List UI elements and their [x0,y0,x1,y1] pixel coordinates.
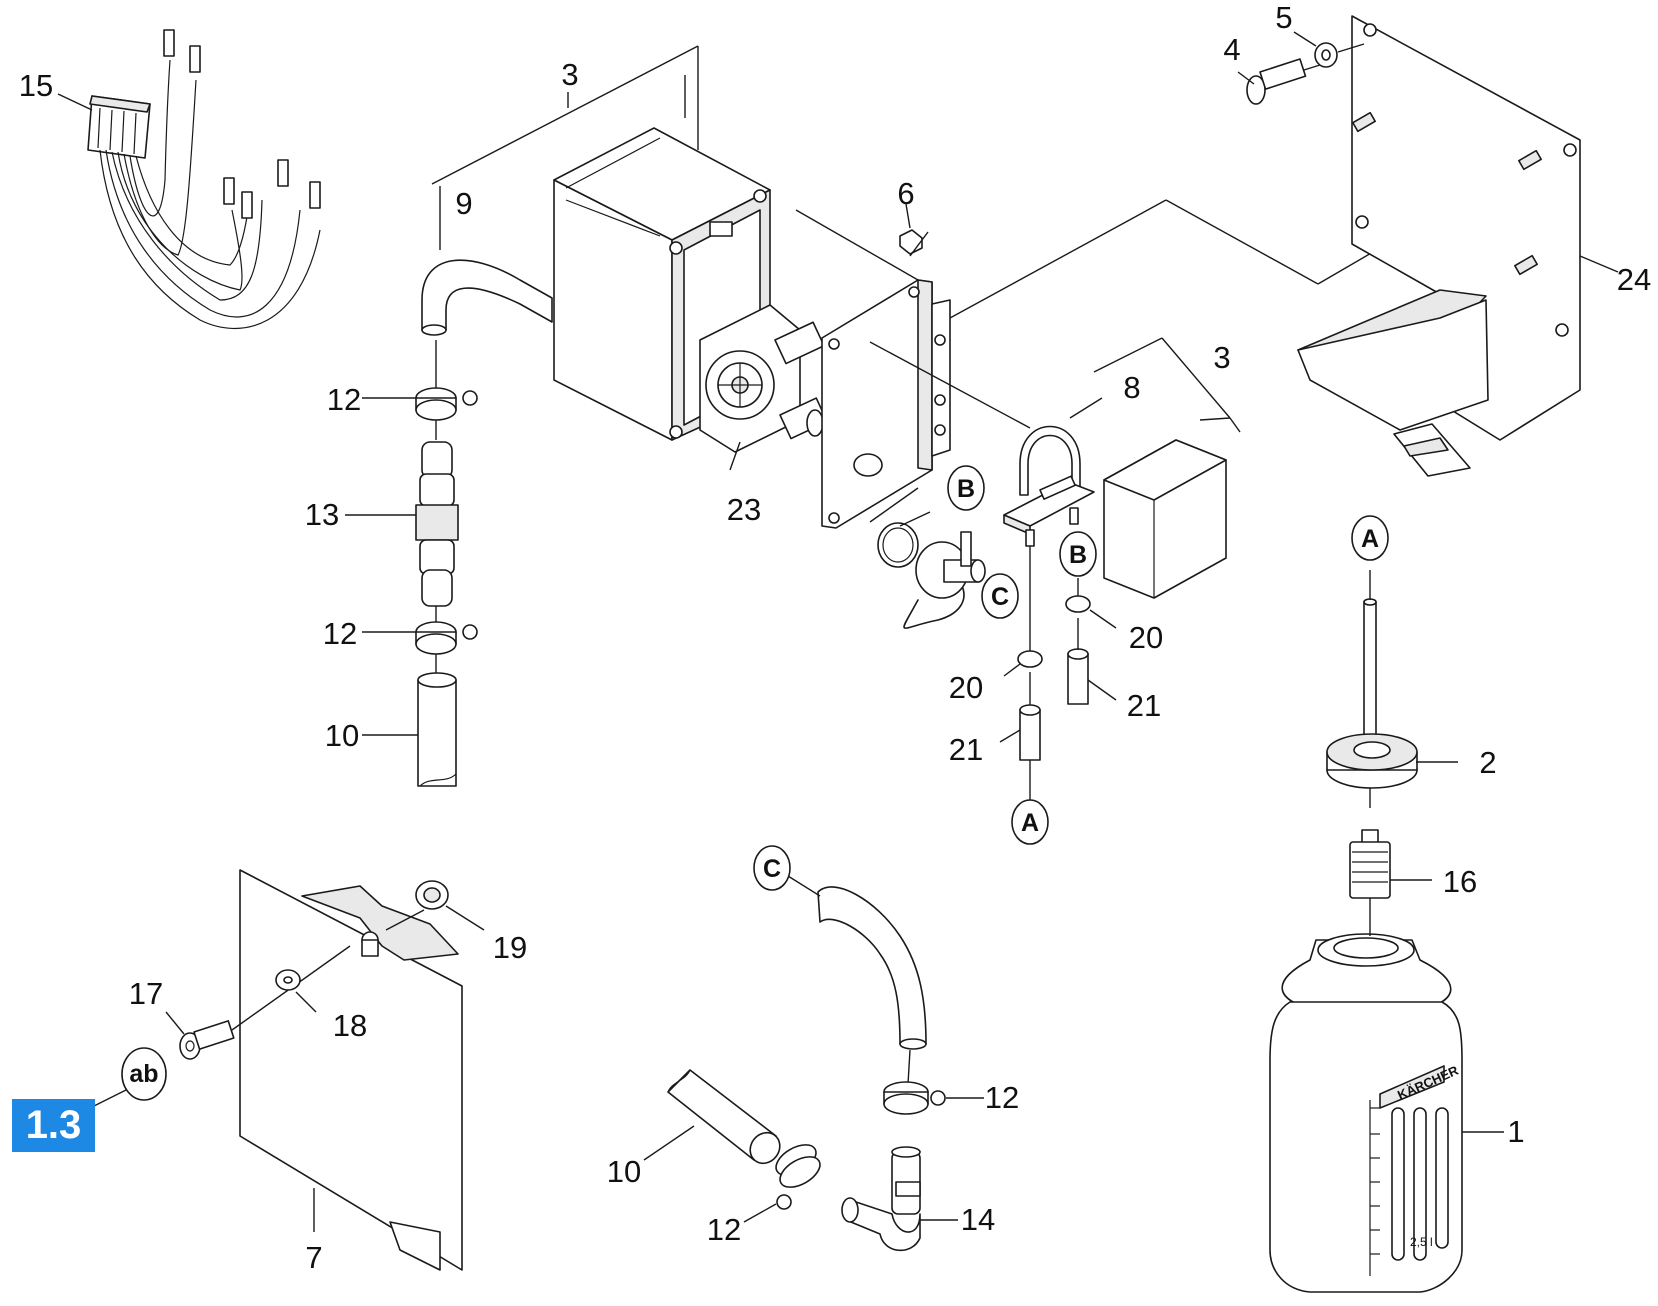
leader-line [1165,199,1319,285]
wiring-harness [57,29,321,330]
callout-19: 19 [493,930,527,965]
callout-4: 4 [1223,32,1240,67]
leader-line [869,341,1031,429]
short-tube [999,672,1041,800]
ref-marker-a-top: A [1351,515,1389,561]
callout-20: 20 [949,670,983,705]
callout-5: 5 [1275,0,1292,35]
suction-tube [1363,570,1377,739]
valve-fitting [869,487,986,629]
callout-10: 10 [607,1154,641,1189]
ref-marker-ab: ab [121,1047,167,1101]
o-ring [1003,650,1043,677]
ref-marker-c-valve: C [981,573,1019,619]
callout-6: 6 [897,176,914,211]
callout-14: 14 [961,1202,995,1237]
leader-line [949,199,1167,319]
detergent-canister: KÄRCHER 2,5 l [1269,898,1504,1293]
ref-letter: A [1021,809,1039,837]
callout-23: 23 [727,492,761,527]
cover-washer [275,969,317,1013]
short-tube [1067,618,1117,705]
callout-17: 17 [129,976,163,1011]
curved-hose [421,214,553,336]
ref-marker-b-top: B [947,465,985,511]
callout-1: 1 [1507,1114,1524,1149]
suction-filter [1349,829,1432,899]
screw [1237,58,1337,105]
ref-letter: A [1361,525,1379,553]
hose-connector [345,441,459,622]
ref-letter: C [763,855,781,883]
grommet [385,880,485,931]
callout-12: 12 [985,1080,1019,1115]
ref-letter: ab [129,1060,158,1088]
callout-20: 20 [1129,620,1163,655]
section-badge: 1.3 [12,1099,95,1152]
callout-15: 15 [19,68,53,103]
ref-letter: B [1069,541,1087,569]
callout-13: 13 [305,497,339,532]
volume-label: 2,5 l [1410,1235,1433,1249]
ref-marker-b-bottom: B [1059,531,1097,577]
callout-16: 16 [1443,864,1477,899]
callout-9: 9 [455,186,472,221]
cover-panel [239,869,463,1271]
callout-2: 2 [1479,745,1496,780]
hose-clamp [362,621,478,676]
ref-marker-a-bottom: A [1011,799,1049,845]
elbow-connector [841,1146,958,1252]
callout-8: 8 [1123,370,1140,405]
ref-letter: C [991,583,1009,611]
leader-line [89,1089,127,1109]
washer [1293,31,1365,68]
pump-housing [431,45,829,471]
callout-10: 10 [325,718,359,753]
callout-12: 12 [707,1212,741,1247]
dosing-cap [1093,337,1241,599]
callout-7: 7 [305,1240,322,1275]
straight-hose [643,1069,781,1165]
canister-lid [1326,733,1458,808]
straight-hose [362,672,457,787]
callout-21: 21 [1127,688,1161,723]
valve-plate [795,203,951,529]
callout-3: 3 [1213,340,1230,375]
callout-3: 3 [561,57,578,92]
ref-marker-c-hose: C [753,845,791,891]
bent-hose [787,875,927,1085]
hose-clamp [743,1144,821,1223]
callout-24: 24 [1617,262,1651,297]
wall-bracket [1297,15,1619,477]
hose-clamp [362,340,478,440]
u-bolt-bracket [1003,397,1103,652]
callout-18: 18 [333,1008,367,1043]
callout-12: 12 [323,616,357,651]
hose-clamp [883,1081,984,1115]
callout-12: 12 [327,382,361,417]
callout-21: 21 [949,732,983,767]
ref-letter: B [957,475,975,503]
o-ring [1065,578,1117,629]
